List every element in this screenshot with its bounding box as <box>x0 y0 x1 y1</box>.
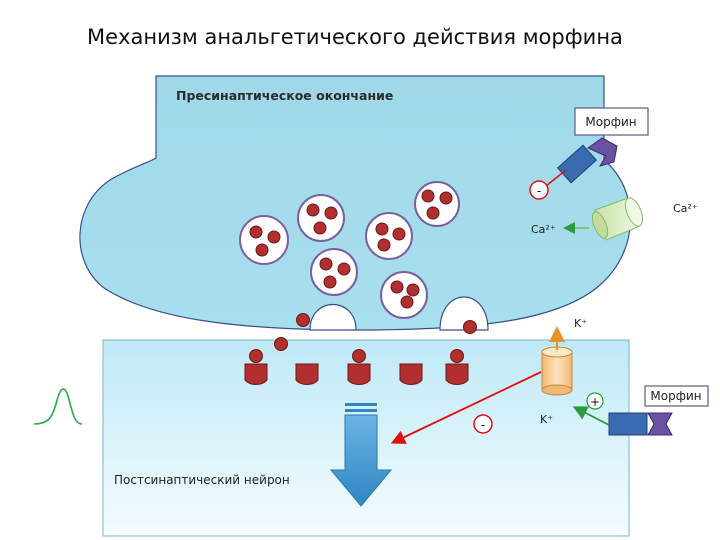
vesicle <box>380 271 428 319</box>
signal-down-arrow <box>329 403 393 507</box>
receptor <box>399 363 423 385</box>
presynaptic-label: Пресинаптическое окончание <box>176 88 393 103</box>
vesicle <box>310 248 358 296</box>
receptor <box>347 349 371 385</box>
inhibition-sign-top <box>529 180 549 200</box>
k-bottom-label: K⁺ <box>540 413 553 426</box>
morphine-label-box-top <box>574 107 649 136</box>
postsynaptic-label: Постсинаптический нейрон <box>114 473 290 487</box>
potassium-channel <box>541 346 573 396</box>
ca-inside-label: Ca²⁺ <box>531 223 556 236</box>
action-potential-wave-icon <box>33 388 83 425</box>
plus-sign: + <box>590 395 600 409</box>
receptor <box>244 349 268 385</box>
morphine-molecule-bottom <box>647 412 673 436</box>
vesicle <box>365 212 413 260</box>
minus-top: - <box>537 184 541 198</box>
receptor <box>445 349 469 385</box>
receptor <box>274 337 319 385</box>
activation-sign <box>586 392 604 410</box>
morphine-label-box-bottom <box>644 385 709 407</box>
calcium-channel <box>591 197 644 241</box>
vesicle <box>297 194 345 242</box>
page-title: Механизм анальгетического действия морфи… <box>87 25 623 49</box>
vesicle <box>414 181 460 227</box>
vesicle <box>239 215 289 265</box>
minus-bottom: - <box>481 418 485 432</box>
inhibition-sign-bottom <box>473 414 493 434</box>
morphine-molecule-top <box>586 137 618 167</box>
opioid-receptor-top <box>556 137 618 184</box>
ca-outside-label: Ca²⁺ <box>673 202 698 215</box>
presynaptic-terminal <box>79 75 632 331</box>
k-top-label: K⁺ <box>574 317 587 330</box>
postsynaptic-receptors <box>244 337 469 385</box>
hyperpolarization-arrow <box>390 371 542 444</box>
opioid-receptor-bottom <box>608 412 673 436</box>
morphine-label-bottom: Морфин <box>650 389 701 403</box>
fusing-vesicles <box>296 296 489 334</box>
synaptic-vesicles <box>239 181 460 319</box>
morphine-label-top: Морфин <box>585 115 636 129</box>
